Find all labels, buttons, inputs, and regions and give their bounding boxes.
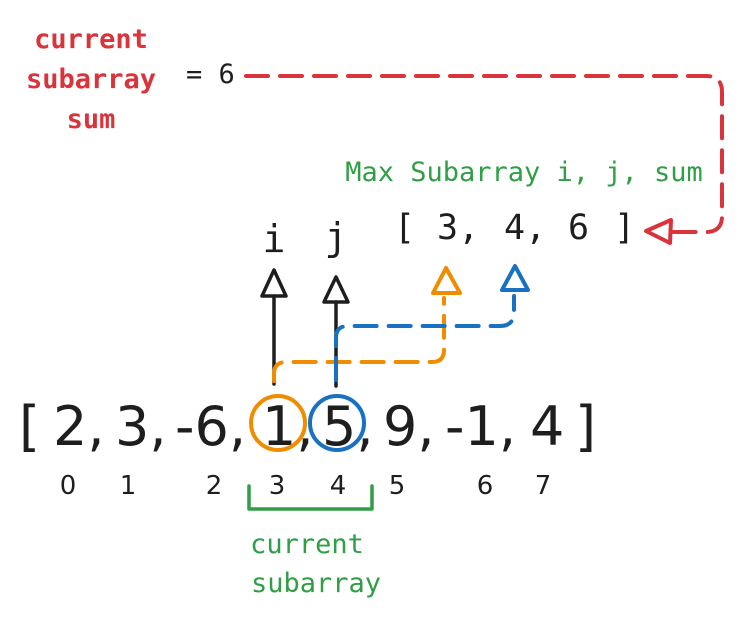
i-highlight-circle [249,394,307,452]
array-index-4: 4 [330,471,347,501]
array-element-7: 4 [530,395,564,458]
pointer-i-arrowhead [260,268,288,298]
max-subarray-j-value: 4, [504,208,546,248]
current-subarray-bracket [247,484,374,511]
max-subarray-i-value: 3, [437,208,479,248]
array-element-6: -1, [445,395,516,458]
current-subarray-label: current subarray [250,529,381,599]
array-index-0: 0 [60,471,77,501]
max-subarray-tuple: [ 3, 4, 6 ] [394,208,635,248]
j-highlight-circle [308,394,366,452]
array-index-1: 1 [120,471,137,501]
current-sum-label-line-3: sum [67,104,116,135]
current-sum-value: = 6 [186,59,235,90]
max-subarray-sum-value: 6 [568,208,589,248]
array-index-2: 2 [206,471,223,501]
array-index-7: 7 [535,471,552,501]
array-index-5: 5 [389,471,406,501]
j-to-max-connector [334,294,516,382]
i-to-max-arrowhead [431,266,462,295]
current-subarray-label-line-1: current [250,529,364,560]
max-subarray-title: Max Subarray i, j, sum [345,157,703,188]
pointer-labels: i j [263,215,348,261]
max-subarray-open-bracket: [ [394,208,415,248]
array-element-1: 3, [115,395,167,458]
array-element-0: 2, [53,395,105,458]
i-to-max-connector [272,296,446,383]
array-open-bracket: [ [19,395,40,458]
array-element-5: 9, [383,395,435,458]
current-sum-connector [244,74,724,234]
pointer-i-label: i [263,217,286,261]
main-array: [ 2, 3, -6, 1, 5, 9, -1, 4 ] [19,395,596,458]
pointer-j-label: j [325,215,348,259]
array-close-bracket: ] [575,395,596,458]
current-sum-label-line-2: subarray [26,64,156,95]
pointer-j-arrowhead [322,275,350,304]
current-sum-label: current subarray sum [26,24,156,135]
current-sum-arrowhead [644,218,673,245]
current-subarray-label-line-2: subarray [251,568,381,599]
array-index-3: 3 [269,471,286,501]
array-index-6: 6 [477,471,494,501]
array-indices: 0 1 2 3 4 5 6 7 [60,471,552,501]
max-subarray-close-bracket: ] [614,208,635,248]
j-to-max-arrowhead [500,264,530,292]
array-element-2: -6, [175,395,246,458]
current-sum-label-line-1: current [34,24,148,55]
